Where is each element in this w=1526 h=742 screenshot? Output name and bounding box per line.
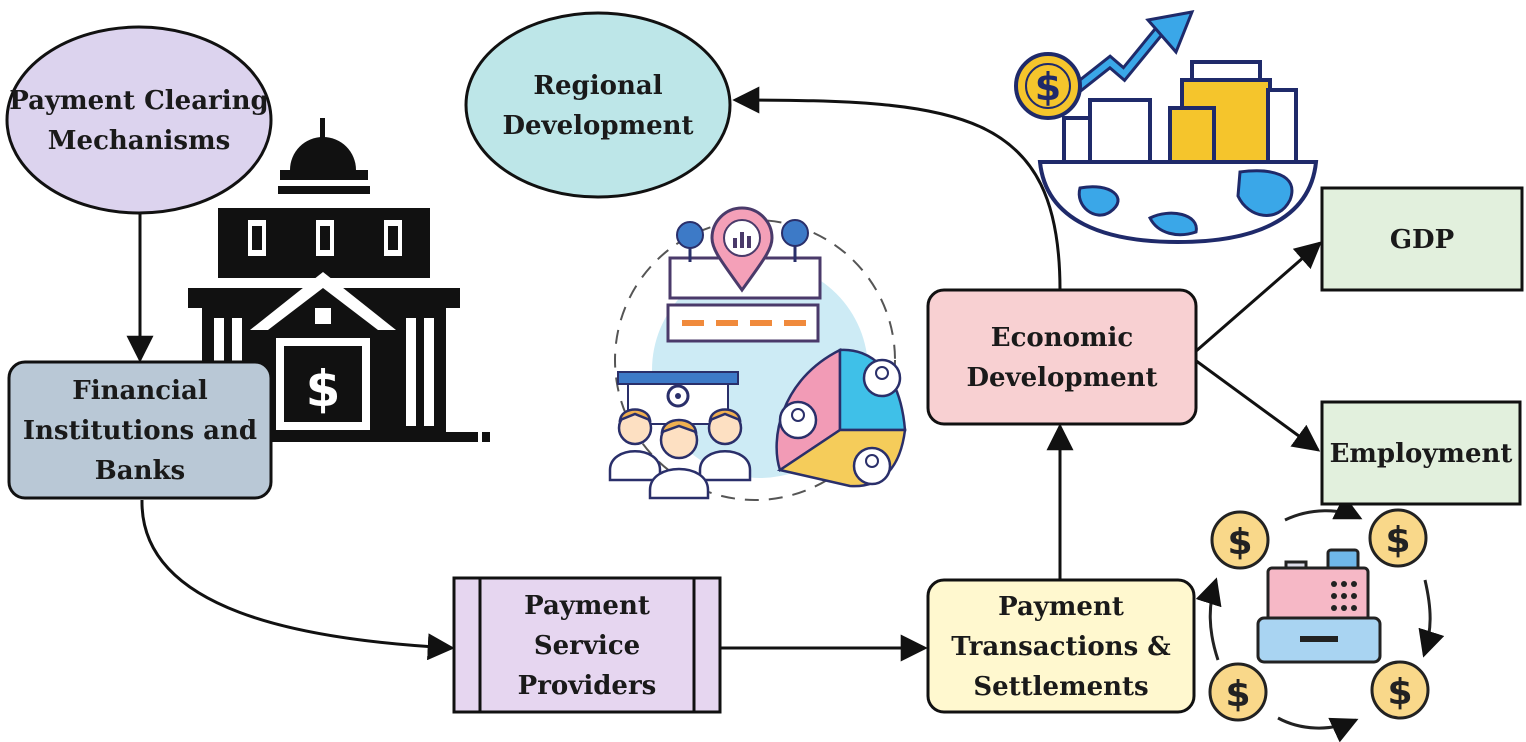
label-line: Payment Clearing (9, 86, 268, 116)
label-line: Financial (72, 376, 208, 406)
bank-dollar-sign: $ (306, 360, 341, 418)
coin-bottom-right-dollar: $ (1387, 672, 1412, 713)
coin-top-right-dollar: $ (1385, 520, 1410, 561)
node-transactions-shape (926, 578, 1196, 714)
arrow-economic-to-gdp (1194, 241, 1323, 354)
global-growth-icon: $ (1014, 10, 1319, 245)
label-line: Institutions and (23, 416, 257, 446)
node-gdp: GDP (1320, 186, 1524, 292)
label-line: Employment (1330, 439, 1513, 469)
regional-community-icon (608, 206, 907, 501)
cash-register-cycle-icon: $ $ $ $ (1195, 495, 1445, 742)
node-employment: Employment (1320, 400, 1522, 506)
label-line: Regional (533, 71, 662, 101)
node-gdp-shape (1320, 186, 1524, 292)
label-line: Development (966, 363, 1157, 393)
coin-top-left-dollar: $ (1227, 522, 1252, 563)
bank-building-icon: $ (188, 118, 490, 442)
label-line: Transactions & (951, 632, 1171, 662)
arrow-economic-to-employment (1194, 358, 1321, 452)
arrows (126, 86, 1323, 662)
node-payment-clearing-shape (5, 25, 273, 215)
label-line: Payment (524, 591, 650, 621)
growth-coin-dollar: $ (1035, 65, 1061, 109)
node-gdp-label: GDP (1390, 225, 1454, 255)
node-employment-shape (1320, 400, 1522, 506)
node-economic-shape (926, 288, 1198, 426)
node-regional-shape (464, 11, 732, 199)
label-line: Service (534, 631, 640, 661)
coin-bottom-left-dollar: $ (1225, 674, 1250, 715)
label-line: Providers (518, 671, 657, 701)
node-psp-shape (452, 576, 722, 714)
label-line: Mechanisms (48, 126, 230, 156)
node-financial-shape (7, 360, 273, 500)
label-line: Settlements (973, 672, 1148, 702)
label-line: GDP (1390, 225, 1454, 255)
node-employment-label: Employment (1330, 439, 1513, 469)
label-line: Payment (998, 592, 1124, 622)
label-line: Economic (991, 323, 1133, 353)
arrow-economic-to-regional (732, 86, 1062, 291)
label-line: Development (502, 111, 693, 141)
label-line: Banks (95, 456, 185, 486)
arrow-financial-to-psp (140, 499, 455, 661)
